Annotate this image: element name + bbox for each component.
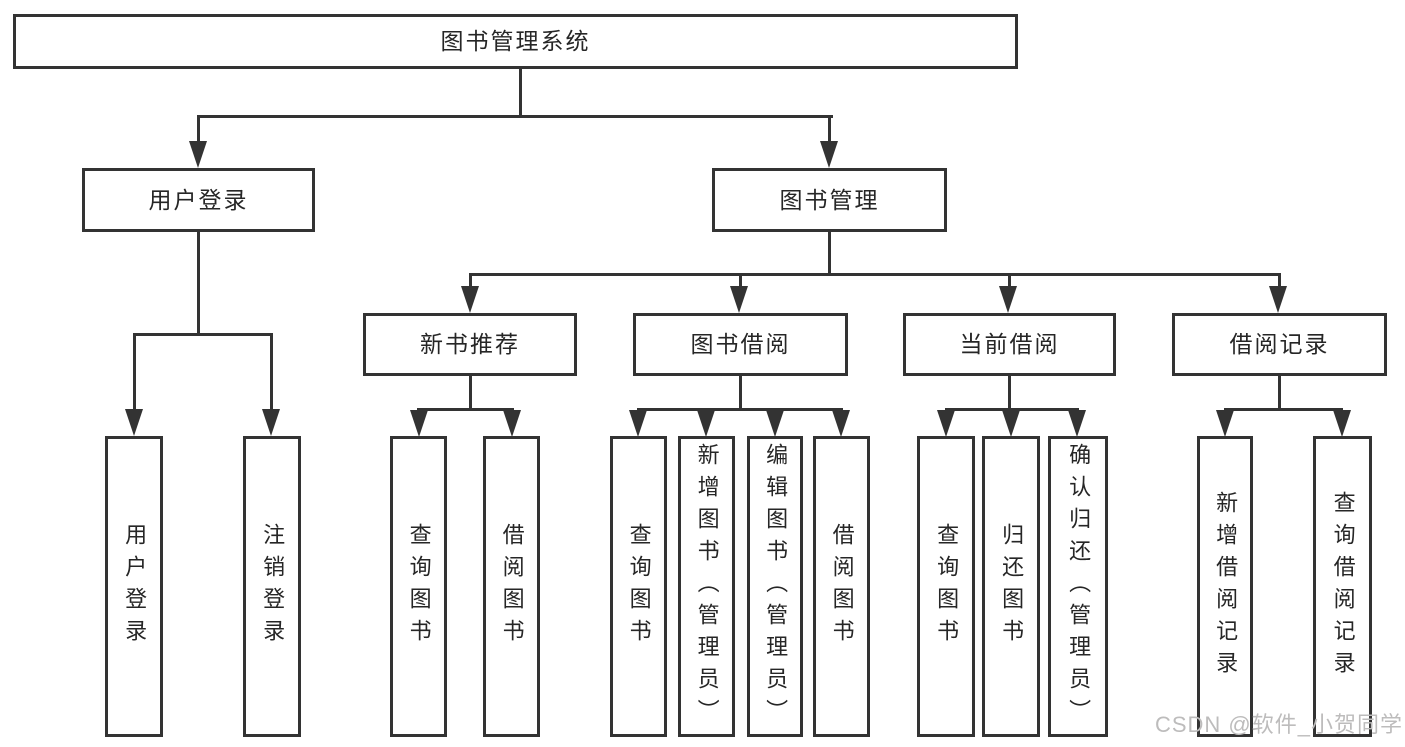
leaf-borrow-book: 借阅图书 [483, 436, 540, 737]
leaf-query-book: 查询图书 [610, 436, 667, 737]
leaf-borrow-book: 借阅图书 [813, 436, 870, 737]
node-label: 用户登录 [122, 522, 148, 651]
node-label: 用户登录 [148, 186, 249, 213]
arrow-down-icon [697, 410, 715, 437]
node-current-borrow: 当前借阅 [903, 313, 1116, 376]
connector-line [1008, 376, 1011, 411]
node-book-borrow: 图书借阅 [633, 313, 848, 376]
node-label: 借阅图书 [499, 522, 525, 651]
connector-line [197, 115, 200, 145]
node-label: 查询图书 [626, 522, 652, 651]
arrow-down-icon [832, 410, 850, 437]
arrow-down-icon [461, 286, 479, 313]
connector-line [739, 273, 742, 288]
node-label: 查询图书 [406, 522, 432, 651]
node-label: 新书推荐 [420, 331, 520, 357]
node-new-book-recommend: 新书推荐 [363, 313, 577, 376]
arrow-down-icon [503, 410, 521, 437]
node-label: 图书管理 [779, 186, 880, 213]
node-user-login: 用户登录 [82, 168, 315, 232]
node-label: 确认归还（管理员） [1066, 442, 1092, 731]
arrow-down-icon [999, 286, 1017, 313]
connector-line [133, 333, 136, 411]
leaf-add-borrow-record: 新增借阅记录 [1197, 436, 1253, 737]
arrow-down-icon [629, 410, 647, 437]
node-label: 注销登录 [260, 522, 286, 651]
node-book-management: 图书管理 [712, 168, 947, 232]
connector-line [469, 376, 472, 411]
connector-line [1278, 273, 1281, 288]
node-label: 查询借阅记录 [1330, 490, 1356, 683]
connector-line [197, 232, 200, 336]
connector-line [828, 115, 831, 145]
connector-line [1008, 273, 1011, 288]
node-label: 当前借阅 [959, 331, 1060, 357]
node-label: 借阅图书 [829, 522, 855, 651]
connector-line [197, 115, 833, 118]
connector-line [469, 273, 1281, 276]
leaf-add-book-admin: 新增图书（管理员） [678, 436, 735, 737]
connector-line [469, 273, 472, 288]
leaf-return-book: 归还图书 [982, 436, 1040, 737]
node-borrow-records: 借阅记录 [1172, 313, 1387, 376]
arrow-down-icon [730, 286, 748, 313]
connector-line [133, 333, 273, 336]
node-label: 新增图书（管理员） [694, 442, 720, 731]
node-label: 查询图书 [934, 522, 960, 651]
connector-line [1278, 376, 1281, 411]
arrow-down-icon [189, 141, 207, 168]
arrow-down-icon [937, 410, 955, 437]
arrow-down-icon [1269, 286, 1287, 313]
leaf-user-login: 用户登录 [105, 436, 163, 737]
node-label: 新增借阅记录 [1213, 490, 1239, 683]
arrow-down-icon [1216, 410, 1234, 437]
connector-line [519, 68, 522, 117]
connector-line [945, 408, 1079, 411]
arrow-down-icon [262, 409, 280, 436]
leaf-edit-book-admin: 编辑图书（管理员） [747, 436, 803, 737]
connector-line [828, 232, 831, 276]
leaf-query-book: 查询图书 [917, 436, 975, 737]
connector-line [637, 408, 843, 411]
connector-line [270, 333, 273, 411]
connector-line [417, 408, 514, 411]
arrow-down-icon [1333, 410, 1351, 437]
connector-line [739, 376, 742, 411]
node-label: 归还图书 [999, 522, 1025, 651]
leaf-confirm-return-admin: 确认归还（管理员） [1048, 436, 1108, 737]
arrow-down-icon [766, 410, 784, 437]
node-label: 编辑图书（管理员） [763, 442, 789, 731]
arrow-down-icon [1068, 410, 1086, 437]
node-label: 图书借阅 [690, 331, 791, 357]
leaf-logout: 注销登录 [243, 436, 301, 737]
leaf-query-borrow-record: 查询借阅记录 [1313, 436, 1372, 737]
arrow-down-icon [125, 409, 143, 436]
connector-line [1224, 408, 1343, 411]
arrow-down-icon [410, 410, 428, 437]
node-label: 图书管理系统 [440, 28, 591, 54]
csdn-watermark: CSDN @软件_小贺同学 [1154, 712, 1403, 737]
node-label: 借阅记录 [1229, 331, 1330, 357]
leaf-query-book: 查询图书 [390, 436, 447, 737]
arrow-down-icon [1002, 410, 1020, 437]
arrow-down-icon [820, 141, 838, 168]
node-library-system: 图书管理系统 [13, 14, 1018, 69]
